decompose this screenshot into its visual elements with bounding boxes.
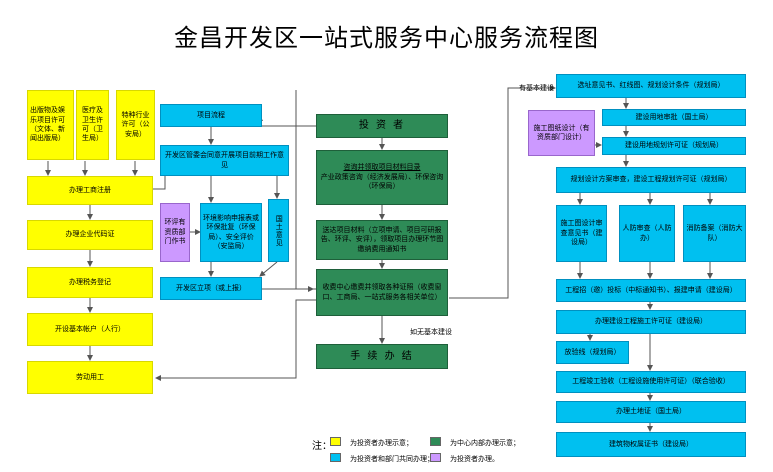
line-check-label: 放验线（规划局） xyxy=(564,347,621,356)
fee-center-box: 收费中心缴费并领取各种证照（收费窗口、工商局、一站式服务各相关单位） xyxy=(316,269,448,316)
tender-label: 工程招（邀）投标（中标通知书）、报建申请（建设局） xyxy=(565,285,737,294)
fire-review-box: 消防备案（消防大队） xyxy=(683,205,746,262)
permit-entertainment-label: 出版物及娱乐项目许可（文体、新闻出版局） xyxy=(30,106,65,143)
org-code-label: 办理企业代码证 xyxy=(65,230,115,239)
drawing-design-box: 施工图纸设计（有资质部门设计） xyxy=(528,110,595,156)
project-approval-label: 开发区立项（或上报） xyxy=(176,283,246,292)
permit-medical-label: 医疗及卫生许可（卫生局） xyxy=(82,106,103,143)
project-approval-box: 开发区立项（或上报） xyxy=(160,277,262,300)
line-check-box: 放验线（规划局） xyxy=(556,341,629,364)
legend-note: 注： xyxy=(312,441,332,452)
site-selection-label: 选址意见书、红线图、规划设计条件（规划局） xyxy=(577,81,725,90)
land-opinion-label: 国土意见 xyxy=(275,214,284,247)
complete-box: 手 续 办 结 xyxy=(316,344,448,369)
legend-cyan-swatch xyxy=(330,453,341,462)
labor-label: 劳动用工 xyxy=(76,372,104,381)
consult-box: 咨询并领取项目材料目录 产业政策咨询（经济发展局）、环保咨询（环保局） xyxy=(316,150,448,205)
investor-box: 投 资 者 xyxy=(316,114,448,138)
labor-box: 劳动用工 xyxy=(27,361,153,394)
consult-body: 产业政策咨询（经济发展局）、环保咨询（环保局） xyxy=(320,172,444,191)
preliminary-approval-box: 开发区管委会同意开展项目前期工作意见 xyxy=(160,145,289,176)
page-title: 金昌开发区一站式服务中心服务流程图 xyxy=(174,24,599,52)
investor-label: 投 资 者 xyxy=(358,120,406,132)
has-construction-label: 有基本建设 xyxy=(519,84,554,92)
land-opinion-box: 国土意见 xyxy=(268,199,289,262)
legend-green-swatch xyxy=(430,437,441,446)
acceptance-label: 工程竣工验收（工程设施使用许可证）（联合验收） xyxy=(572,377,730,386)
land-certificate-label: 办理土地证（国土局） xyxy=(616,407,686,416)
fire-review-label: 消防备案（消防大队） xyxy=(686,224,743,242)
legend-cyan-label: 为投资者和部门共同办理； xyxy=(350,455,434,463)
consult-title: 咨询并领取项目材料目录 xyxy=(343,163,421,172)
drawing-review-box: 施工图设计审查意见书（建设局） xyxy=(556,205,607,262)
permit-special-industry-box: 特种行业许可（公安局） xyxy=(116,90,155,160)
civil-defense-label: 人防审查（人防办） xyxy=(622,224,672,242)
acceptance-box: 工程竣工验收（工程设施使用许可证）（联合验收） xyxy=(556,371,746,393)
fee-center-label: 收费中心缴费并领取各种证照（收费窗口、工商局、一站式服务各相关单位） xyxy=(322,283,442,301)
eia-approval-label: 环境影响申报表或环保批复（环保局）、安全评价（安监局） xyxy=(203,213,259,250)
submit-materials-box: 送达项目材料（立项申请、项目可研报告、环评、安评），领取项目办理环节图缴纳费用通… xyxy=(316,220,448,260)
business-registration-label: 办理工商注册 xyxy=(69,185,111,194)
project-flow-box: 项目流程 xyxy=(160,104,262,127)
land-certificate-box: 办理土地证（国土局） xyxy=(556,401,746,423)
house-certificate-box: 建筑物权属证书（建设局） xyxy=(556,432,746,457)
land-approval-label: 建设用地审批（国土局） xyxy=(635,112,713,121)
bank-account-label: 开设基本帐户（人行） xyxy=(55,324,125,333)
house-certificate-label: 建筑物权属证书（建设局） xyxy=(609,439,693,448)
land-approval-box: 建设用地审批（国土局） xyxy=(602,109,746,126)
tender-box: 工程招（邀）投标（中标通知书）、报建申请（建设局） xyxy=(556,279,746,302)
plan-review-label: 规划设计方案审查，建设工程规划许可证（规划局） xyxy=(570,175,732,184)
civil-defense-box: 人防审查（人防办） xyxy=(619,205,675,262)
project-flow-label: 项目流程 xyxy=(197,110,225,119)
eia-qualified-label: 环评有资质部门作书 xyxy=(164,218,186,246)
submit-materials-label: 送达项目材料（立项申请、项目可研报告、环评、安评），领取项目办理环节图缴纳费用通… xyxy=(320,225,444,253)
drawing-review-label: 施工图设计审查意见书（建设局） xyxy=(560,219,603,247)
bank-account-box: 开设基本帐户（人行） xyxy=(27,313,153,346)
permit-special-industry-label: 特种行业许可（公安局） xyxy=(121,110,150,138)
preliminary-approval-label: 开发区管委会同意开展项目前期工作意见 xyxy=(165,151,284,169)
land-permit-box: 建设用地规划许可证（规划局） xyxy=(602,137,746,155)
business-registration-box: 办理工商注册 xyxy=(27,176,153,205)
org-code-box: 办理企业代码证 xyxy=(27,220,153,250)
land-permit-label: 建设用地规划许可证（规划局） xyxy=(625,141,723,150)
no-construction-label: 如无基本建设 xyxy=(410,328,452,336)
legend-green-label: 为中心内部办理示意； xyxy=(450,439,520,447)
tax-registration-box: 办理税务登记 xyxy=(27,267,153,298)
construction-permit-box: 办理建设工程施工许可证（建设局） xyxy=(556,310,746,334)
legend-purple-label: 为投资者办理。 xyxy=(450,455,499,463)
site-selection-box: 选址意见书、红线图、规划设计条件（规划局） xyxy=(556,74,746,98)
tax-registration-label: 办理税务登记 xyxy=(69,277,111,286)
permit-entertainment-box: 出版物及娱乐项目许可（文体、新闻出版局） xyxy=(27,90,74,160)
legend-yellow-label: 为投资者办理示意； xyxy=(350,439,413,447)
complete-label: 手 续 办 结 xyxy=(350,350,414,362)
construction-permit-label: 办理建设工程施工许可证（建设局） xyxy=(595,317,707,326)
legend-purple-swatch xyxy=(430,453,441,462)
legend-yellow-swatch xyxy=(330,437,341,446)
permit-medical-box: 医疗及卫生许可（卫生局） xyxy=(76,90,109,160)
eia-qualified-box: 环评有资质部门作书 xyxy=(160,203,190,262)
eia-approval-box: 环境影响申报表或环保批复（环保局）、安全评价（安监局） xyxy=(200,203,262,262)
drawing-design-label: 施工图纸设计（有资质部门设计） xyxy=(533,123,590,141)
plan-review-box: 规划设计方案审查，建设工程规划许可证（规划局） xyxy=(556,167,746,193)
